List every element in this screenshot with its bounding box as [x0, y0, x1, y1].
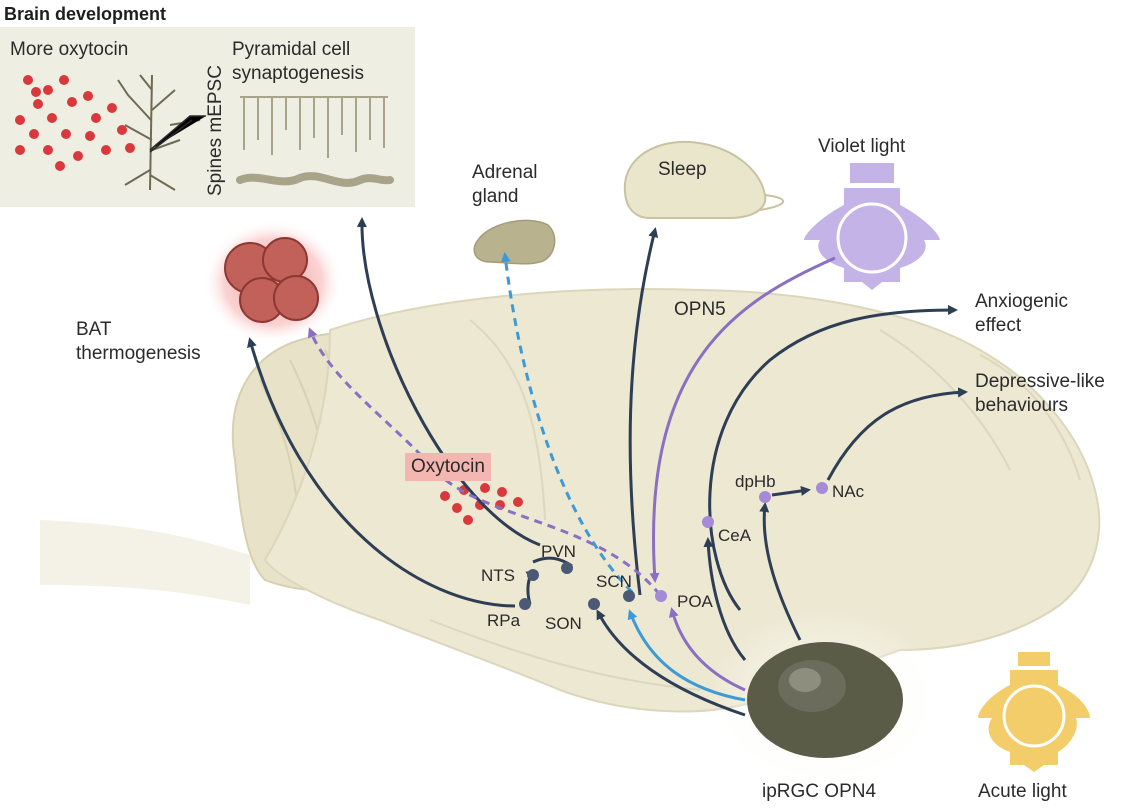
- navy-arrows: [247, 217, 968, 717]
- blue-arrows: [500, 252, 746, 702]
- violet-bulb-icon: [804, 163, 940, 290]
- pvn-label: PVN: [541, 542, 576, 561]
- nac-label: NAc: [832, 482, 865, 501]
- eye-icon: [747, 642, 903, 758]
- poa-label: POA: [677, 592, 713, 611]
- anxiogenic-label: Anxiogenic effect: [975, 291, 1068, 336]
- bat-cells-icon: [203, 220, 343, 344]
- pyramidal-neuron: [117, 74, 201, 191]
- scn-label: SCN: [596, 572, 632, 591]
- rpa-label: RPa: [487, 611, 521, 630]
- spinal-cord: [40, 520, 250, 605]
- pyramidal-heading: Pyramidal cell synaptogenesis: [232, 39, 365, 84]
- brain-shape: [263, 288, 1101, 713]
- violet-light-label: Violet light: [818, 136, 906, 157]
- recording-electrode: [149, 115, 206, 153]
- bat-label: BAT thermogenesis: [76, 319, 201, 364]
- brain-development-panel: [0, 27, 415, 207]
- nuclei-purple: [655, 482, 828, 602]
- panel-title: Brain development: [4, 4, 167, 24]
- nts-label: NTS: [481, 566, 515, 585]
- oxytocin-box: Oxytocin: [405, 453, 491, 481]
- spines-mepsc-label: Spines mEPSC: [205, 65, 226, 196]
- more-oxytocin-heading: More oxytocin: [10, 39, 129, 60]
- cea-label: CeA: [718, 526, 752, 545]
- son-label: SON: [545, 614, 582, 633]
- yellow-bulb-icon: [978, 652, 1090, 772]
- adrenal-gland-label: Adrenal gland: [472, 162, 538, 207]
- iprgc-label: ipRGC OPN4: [762, 781, 877, 802]
- nuclei-navy: [519, 562, 635, 610]
- sleeping-mouse: [623, 140, 767, 219]
- dendrite-spines: [236, 172, 394, 187]
- acute-light-label: Acute light: [978, 781, 1067, 802]
- dphb-label: dpHb: [735, 472, 776, 491]
- sleep-label: Sleep: [658, 159, 707, 180]
- opn5-label: OPN5: [674, 299, 726, 320]
- adrenal-gland: [473, 219, 556, 265]
- oxytocin-dots-cluster: [15, 75, 135, 171]
- depressive-label: Depressive-like behaviours: [975, 371, 1105, 416]
- mepsc-trace: [240, 96, 388, 158]
